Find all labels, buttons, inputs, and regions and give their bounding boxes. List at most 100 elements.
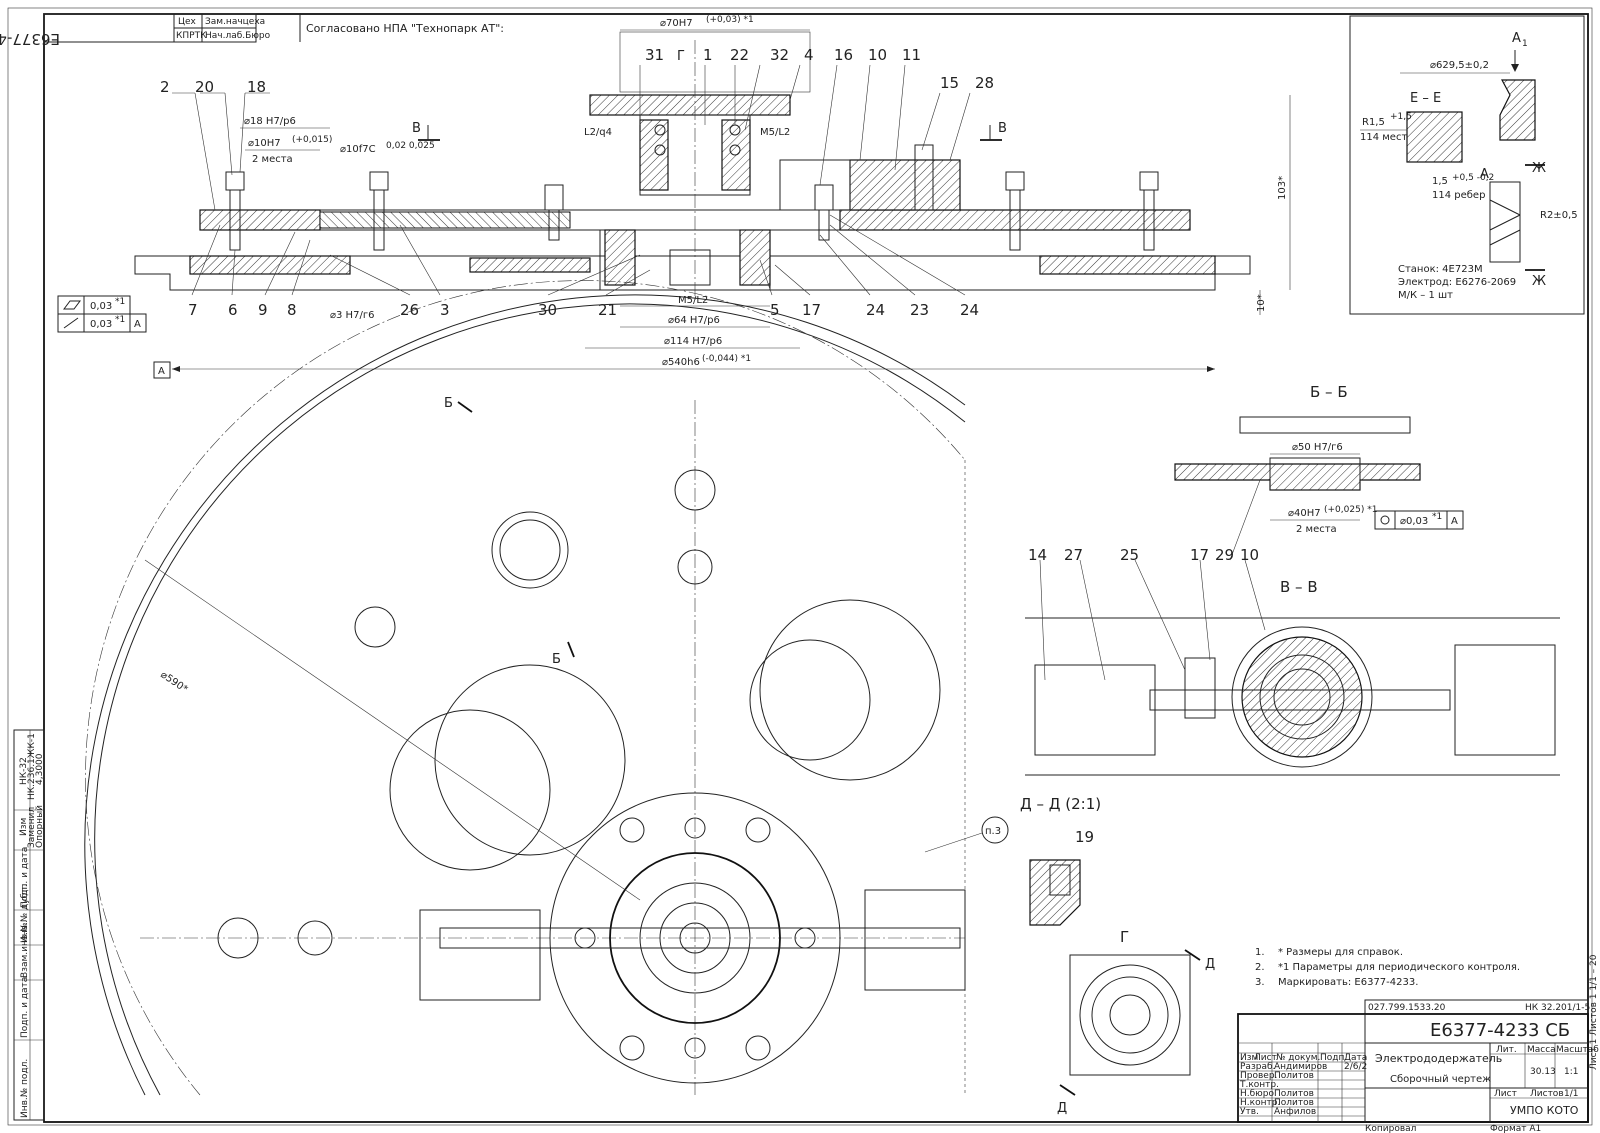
side-extra: Опорный	[35, 805, 45, 848]
position-label: 23	[910, 301, 929, 319]
plan-view: ⌀590* Б Б п.3	[84, 280, 1009, 1096]
view-a1-sub: 1	[1522, 39, 1528, 49]
col-head: Дата	[1344, 1053, 1367, 1063]
section-zh-top: Ж	[1532, 161, 1546, 176]
position-label: 15	[940, 74, 959, 92]
two-places: 2 места	[252, 154, 293, 165]
right-margin-note: Лист 1 Листов 1 1/1 – 20	[1589, 954, 1599, 1070]
section-v-marker: В	[998, 121, 1007, 136]
col-head: Изм	[1240, 1053, 1258, 1063]
view-a1-label: A	[1512, 31, 1521, 46]
electrode-note: Электрод: Е6276-2069	[1398, 277, 1516, 288]
radius-r15-tol: +1,5	[1390, 112, 1412, 122]
section-b-marker: Б	[552, 652, 561, 667]
note-number: 3.	[1255, 977, 1265, 988]
dim-d540: ⌀540h6	[662, 357, 700, 368]
role-name: Анфилов	[1274, 1107, 1316, 1117]
dim-d50: ⌀50 H7/г6	[1292, 442, 1343, 453]
position-label: 2	[160, 78, 170, 96]
role: Т.контр.	[1239, 1080, 1279, 1090]
position-label: 26	[400, 301, 419, 319]
dim-629: ⌀629,5±0,2	[1430, 60, 1489, 71]
runout-frame: 0,03 *1 A	[57, 313, 147, 333]
role-name: Политов	[1274, 1089, 1314, 1099]
col-head: Подп.	[1320, 1053, 1347, 1063]
section-d-marker: Д	[1057, 1101, 1067, 1116]
dim-d70-tol: (+0,03) *1	[706, 15, 754, 25]
section-v-marker: В	[412, 121, 421, 136]
section-b-marker: Б	[444, 396, 453, 411]
position-tolerance: ⌀0,03	[1400, 516, 1428, 527]
position-label: 27	[1064, 546, 1083, 564]
role-name: Политов	[1274, 1071, 1314, 1081]
dim-d590: ⌀590*	[158, 669, 189, 695]
note-text: *1 Параметры для периодического контроля…	[1278, 962, 1520, 973]
section-zh-bottom: Ж	[1532, 274, 1546, 289]
doc-code-rotated: Е6377-4233 СБ	[0, 30, 60, 48]
svg-text:0,03: 0,03	[90, 319, 112, 330]
radius-r15: R1,5	[1362, 117, 1385, 128]
dim-d540-tol: (-0,044) *1	[702, 354, 751, 364]
view-g-title: Г	[1120, 928, 1129, 946]
dim-d40-tol: (+0,025) *1	[1324, 505, 1377, 515]
position-label: 5	[770, 301, 780, 319]
position-label: 9	[258, 301, 268, 319]
dim-d10-tol: (+0,015)	[292, 135, 332, 145]
position-label: 18	[247, 78, 266, 96]
stamp-label: Цех	[178, 17, 197, 27]
ring-tolerance: ⌀10f7C	[340, 144, 376, 155]
position-label: 24	[866, 301, 885, 319]
mass-value: 30.13	[1530, 1067, 1556, 1077]
side-cell: Взам.инв.№	[20, 923, 30, 978]
note-text: * Размеры для справок.	[1278, 947, 1403, 958]
role-name: Андимиров	[1274, 1062, 1327, 1072]
position-label: 1	[703, 46, 713, 64]
note-ref-p3: п.3	[985, 826, 1001, 837]
section-d-marker: Д	[1205, 957, 1215, 972]
svg-text:*1: *1	[115, 315, 125, 325]
mass-label: Масса	[1527, 1045, 1556, 1055]
side-extra: Заменил	[27, 807, 37, 848]
position-label: 31	[645, 46, 664, 64]
col-head: № докум.	[1276, 1053, 1320, 1063]
scale-value: 1:1	[1564, 1067, 1578, 1077]
ring-tolerance-sub: 0,02 0,025	[386, 141, 435, 151]
main-section-view: 2 20 18 31 Г 1 22 32 4 16 10 11 15 28 ⌀7…	[57, 15, 1291, 379]
machine-note: Станок: 4Е723М	[1398, 264, 1483, 275]
dim-d10: ⌀10H7	[248, 138, 281, 149]
section-bb: Б – Б ⌀50 H7/г6 ⌀40H7 (+0,025) *1 2 мест…	[1174, 383, 1464, 535]
note-number: 1.	[1255, 947, 1265, 958]
position-label: 7	[188, 301, 198, 319]
sheet-label: Лист	[1494, 1089, 1517, 1099]
position-label: 24	[960, 301, 979, 319]
side-stamp-value: 4,3000	[35, 753, 45, 785]
position-label: 32	[770, 46, 789, 64]
side-extra: Изм	[19, 818, 29, 836]
note-number: 2.	[1255, 962, 1265, 973]
position-label: 11	[902, 46, 921, 64]
view-a1: A	[1480, 167, 1489, 182]
position-label: 3	[440, 301, 450, 319]
section-dd: Д – Д (2:1) 19	[1020, 795, 1101, 926]
dim-d40: ⌀40H7	[1288, 508, 1321, 519]
agreement-note: Согласовано НПА "Технопарк АТ":	[306, 22, 504, 35]
position-label: 22	[730, 46, 749, 64]
role: Утв.	[1240, 1107, 1259, 1117]
position-label: 14	[1028, 546, 1047, 564]
view-g-marker: Г	[677, 49, 685, 64]
section-ee-title: Е – Е	[1410, 91, 1441, 106]
section-vv: В – В 14 27 25 17 29 10	[1025, 479, 1560, 776]
dim-d18: ⌀18 H7/p6	[244, 116, 296, 127]
places-114: 114 мест	[1360, 132, 1407, 143]
scale-label: Масштаб	[1556, 1045, 1599, 1055]
dim-1-5: 1,5	[1432, 176, 1448, 187]
position-label: 4	[804, 46, 814, 64]
position-label: 29	[1215, 546, 1234, 564]
drawing-frame	[43, 13, 1589, 1123]
sign-date: 2/6/2	[1344, 1062, 1367, 1072]
dim-d3: ⌀3 H7/г6	[330, 310, 374, 321]
position-label: 17	[1190, 546, 1209, 564]
top-left-stamp: Е6377-4233 СБ Цех Зам.начцеха КПРТК Нач.…	[0, 13, 504, 48]
dim-1-5-tol: +0,5 -0,2	[1452, 173, 1494, 183]
